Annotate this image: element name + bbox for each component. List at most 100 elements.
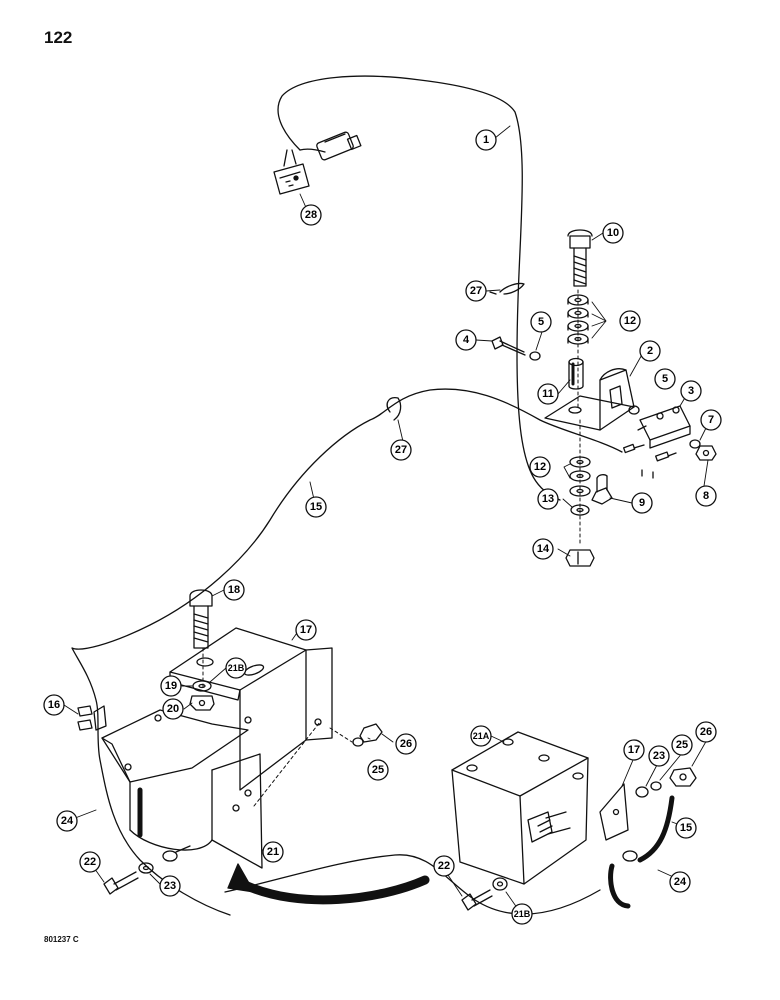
- switch-3: [622, 405, 691, 479]
- callout-27b: 27: [390, 439, 412, 461]
- washer-7: [689, 439, 701, 449]
- svg-text:21B: 21B: [514, 909, 531, 919]
- svg-text:21B: 21B: [228, 663, 245, 673]
- callout-14: 14: [532, 538, 554, 560]
- bracket-17-right: [599, 783, 629, 841]
- bolt-22-left: [103, 871, 139, 895]
- spacer-11: [568, 357, 584, 390]
- nut-26-left: [359, 723, 383, 743]
- svg-text:21: 21: [267, 846, 279, 858]
- page-number: 122: [44, 28, 73, 47]
- svg-text:19: 19: [165, 680, 177, 692]
- svg-text:9: 9: [639, 497, 645, 509]
- callout-20: 20: [162, 698, 184, 720]
- callout-8: 8: [695, 485, 717, 507]
- clip-27-upper: [489, 282, 525, 295]
- bolt-22-right: [461, 889, 493, 911]
- nut-8: [695, 445, 717, 461]
- solenoid-24: [101, 709, 263, 869]
- callout-17a: 17: [295, 619, 317, 641]
- bolt-10: [567, 229, 593, 287]
- svg-text:21A: 21A: [473, 731, 490, 741]
- washer-23-left: [138, 862, 154, 874]
- callout-21B-right: 21B: [511, 903, 533, 925]
- clip-27-middle: [386, 397, 402, 421]
- stud-9: [591, 474, 613, 505]
- svg-text:18: 18: [228, 584, 240, 596]
- washer-21B-right: [492, 877, 508, 891]
- svg-text:22: 22: [84, 856, 96, 868]
- callout-21A: 21A: [470, 725, 492, 747]
- nut-20: [189, 695, 215, 711]
- nut-26-right: [669, 767, 697, 787]
- svg-text:24: 24: [674, 876, 687, 888]
- callout-12b: 12: [529, 456, 551, 478]
- svg-text:5: 5: [538, 316, 544, 328]
- callout-leaders: [63, 125, 711, 913]
- bolt-4: [491, 336, 526, 356]
- svg-text:27: 27: [470, 285, 482, 297]
- callout-layer: 1 2 3 4 5 5 7 8 9 10 11 12 12 13 14 15 1…: [43, 129, 722, 925]
- ring-terminal-left: [162, 845, 191, 862]
- washer-23-right: [635, 786, 649, 798]
- harness-branch-wire: [299, 148, 326, 153]
- svg-text:4: 4: [463, 334, 470, 346]
- hardware-16: [77, 705, 107, 731]
- svg-text:26: 26: [400, 738, 412, 750]
- svg-text:15: 15: [680, 822, 692, 834]
- svg-text:12: 12: [534, 461, 546, 473]
- svg-text:27: 27: [395, 444, 407, 456]
- callout-21B-left: 21B: [225, 657, 247, 679]
- svg-text:28: 28: [305, 209, 317, 221]
- callout-12a: 12: [619, 310, 641, 332]
- callout-23-right: 23: [648, 745, 670, 767]
- drawing-code: 801237 C: [44, 935, 79, 944]
- svg-text:22: 22: [438, 860, 450, 872]
- callout-7: 7: [700, 409, 722, 431]
- svg-text:16: 16: [48, 699, 60, 711]
- callout-26-right: 26: [695, 721, 717, 743]
- washer-5-right: [628, 405, 640, 415]
- callout-26-left: 26: [395, 733, 417, 755]
- bolt-18: [189, 589, 213, 649]
- svg-text:25: 25: [372, 764, 384, 776]
- callout-5b: 5: [654, 368, 676, 390]
- callout-23-left: 23: [159, 875, 181, 897]
- callout-27a: 27: [465, 280, 487, 302]
- svg-text:26: 26: [700, 726, 712, 738]
- svg-text:14: 14: [537, 543, 550, 555]
- callout-2: 2: [639, 340, 661, 362]
- callout-22-left: 22: [79, 851, 101, 873]
- washer-5-left: [529, 351, 541, 361]
- callout-11: 11: [537, 383, 559, 405]
- callout-1: 1: [475, 129, 497, 151]
- svg-text:23: 23: [653, 750, 665, 762]
- svg-text:1: 1: [483, 134, 489, 146]
- callout-9: 9: [631, 492, 653, 514]
- bracket-2: [544, 368, 635, 431]
- svg-text:2: 2: [647, 345, 653, 357]
- washer-25-right: [650, 781, 662, 791]
- nut-14: [565, 549, 595, 567]
- assembly-arrow: [240, 875, 430, 905]
- svg-text:13: 13: [542, 493, 554, 505]
- washer-19: [192, 680, 212, 692]
- svg-text:8: 8: [703, 490, 709, 502]
- harness-connector: [316, 131, 362, 161]
- callout-24-left: 24: [56, 810, 78, 832]
- callout-5a: 5: [530, 311, 552, 333]
- callout-21: 21: [262, 841, 284, 863]
- callout-25-left: 25: [367, 759, 389, 781]
- svg-text:24: 24: [61, 815, 74, 827]
- svg-text:20: 20: [167, 703, 179, 715]
- callout-17b: 17: [623, 739, 645, 761]
- svg-text:15: 15: [310, 501, 322, 513]
- svg-text:3: 3: [688, 385, 694, 397]
- svg-text:17: 17: [628, 744, 640, 756]
- svg-text:7: 7: [708, 414, 714, 426]
- svg-text:23: 23: [164, 880, 176, 892]
- callout-28: 28: [300, 204, 322, 226]
- callout-18: 18: [223, 579, 245, 601]
